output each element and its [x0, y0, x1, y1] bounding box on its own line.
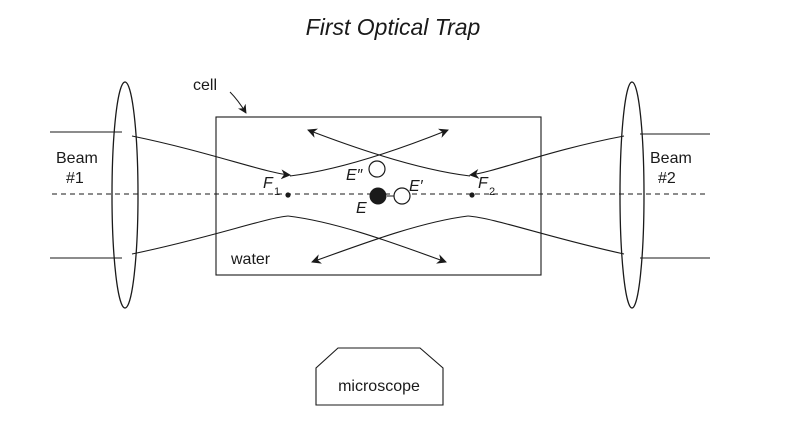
- water-label: water: [230, 251, 271, 268]
- cell-box: [215, 116, 542, 276]
- scatter-ray-top-right: [289, 128, 449, 177]
- lens-1: [111, 81, 139, 309]
- particle-e-prime: [393, 187, 411, 205]
- beam2-upper-ray: [469, 135, 625, 179]
- f2-subscript: 2: [489, 186, 495, 198]
- scatter-ray-bottom-right: [287, 215, 447, 264]
- beam1-label-line2: #1: [66, 170, 84, 187]
- beam2-label-line2: #2: [658, 170, 676, 187]
- cell-pointer-arrow: [229, 91, 247, 114]
- f1-subscript: 1: [274, 186, 280, 198]
- lens-2: [619, 81, 645, 309]
- beam1-label-line1: Beam: [56, 150, 98, 167]
- beam2-lower-ray: [467, 215, 625, 255]
- scatter-ray-top-left: [307, 128, 471, 177]
- particle-e: [369, 187, 387, 205]
- e-label: E: [356, 200, 367, 217]
- beam1-upper-ray: [131, 135, 291, 180]
- f1-label: F: [263, 175, 274, 192]
- microscope-body: [315, 347, 444, 406]
- microscope-label: microscope: [338, 378, 420, 395]
- e-double-prime-label: E″: [346, 167, 364, 184]
- focal-point-f2: [469, 192, 475, 198]
- cell-label: cell: [193, 77, 217, 94]
- beam1-lower-ray: [131, 215, 289, 255]
- particle-e-double-prime: [368, 160, 386, 178]
- focal-point-f1: [285, 192, 291, 198]
- beam2-label-line1: Beam: [650, 150, 692, 167]
- diagram-title: First Optical Trap: [305, 14, 481, 40]
- e-prime-label: E′: [409, 178, 424, 195]
- scatter-ray-bottom-left: [311, 215, 469, 264]
- f2-label: F: [478, 175, 489, 192]
